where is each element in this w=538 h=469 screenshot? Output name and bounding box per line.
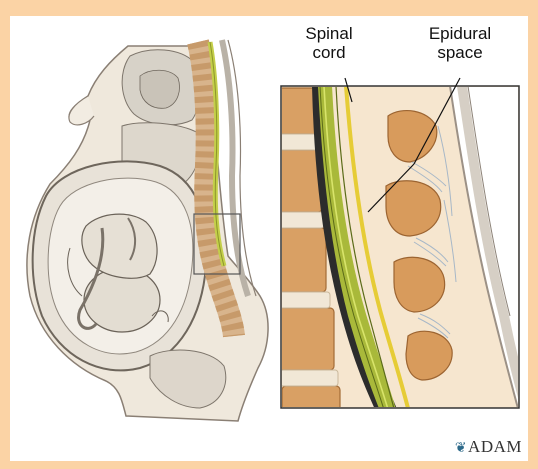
adam-logo-mark-icon: ❦	[455, 441, 467, 456]
adam-logo: ❦ADAM	[455, 437, 522, 457]
illustration-canvas: Spinal cord Epidural space ❦ADAM	[10, 16, 528, 461]
adam-logo-text: ADAM	[468, 437, 522, 456]
spinal-cord-label: Spinal cord	[298, 24, 360, 62]
pregnant-body-icon	[27, 40, 268, 421]
anatomy-illustration-icon	[10, 16, 528, 461]
epidural-space-label: Epidural space	[418, 24, 502, 62]
spine-closeup-icon	[272, 86, 528, 426]
